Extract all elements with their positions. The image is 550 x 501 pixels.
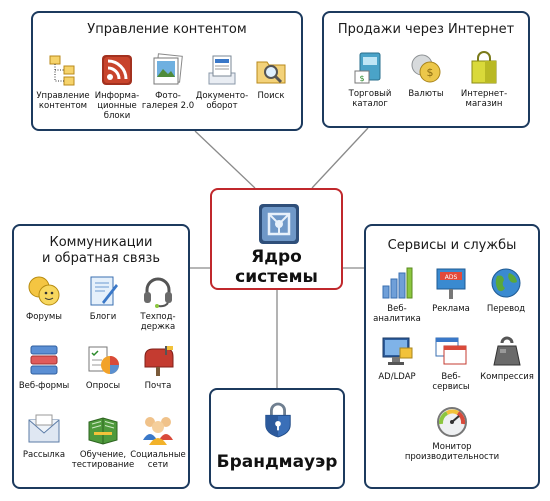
shopping-bag-icon bbox=[471, 51, 497, 84]
web-forms-icon bbox=[30, 345, 58, 375]
weight-icon bbox=[493, 336, 521, 366]
item-web-services[interactable]: Веб- сервисы bbox=[426, 334, 476, 392]
ads-banner-icon: ADS bbox=[436, 268, 466, 299]
item-translation[interactable]: Перевод bbox=[480, 266, 532, 314]
blog-icon bbox=[90, 276, 118, 306]
item-forums[interactable]: Форумы bbox=[17, 274, 71, 322]
globe-translate-icon bbox=[491, 268, 521, 298]
item-performance-monitor[interactable]: Монитор производительности bbox=[402, 404, 502, 462]
item-currencies[interactable]: $ Валюты bbox=[404, 51, 448, 99]
internet-sales-title: Продажи через Интернет bbox=[337, 22, 515, 37]
connector-content bbox=[194, 130, 256, 189]
item-label: AD/LDAP bbox=[378, 372, 416, 382]
mailbox-icon bbox=[144, 346, 174, 376]
envelope-icon bbox=[28, 414, 60, 443]
item-label: Рассылка bbox=[22, 450, 66, 460]
firewall-title: Брандмауэр bbox=[216, 452, 338, 472]
shield-lock-icon bbox=[265, 402, 291, 438]
item-label: Техпод- держка bbox=[140, 312, 176, 332]
item-search[interactable]: Поиск bbox=[251, 53, 291, 101]
internet-sales-box: Продажи через Интернет $ Торговый катало… bbox=[322, 11, 530, 128]
item-label: Обучение, тестирование bbox=[71, 450, 135, 470]
coins-icon: $ bbox=[411, 54, 441, 83]
item-label: Почта bbox=[144, 381, 172, 391]
svg-text:$: $ bbox=[359, 74, 364, 83]
item-ads[interactable]: ADS Реклама bbox=[426, 266, 476, 314]
item-ad-ldap[interactable]: AD/LDAP bbox=[370, 334, 424, 382]
item-document-flow[interactable]: Документо- оборот bbox=[193, 53, 251, 111]
item-label: Монитор производительности bbox=[404, 442, 500, 462]
item-info-blocks[interactable]: Информа- ционные блоки bbox=[91, 53, 143, 121]
item-catalog[interactable]: $ Торговый каталог bbox=[342, 51, 398, 109]
item-label: Опросы bbox=[85, 381, 121, 391]
item-label: Интернет- магазин bbox=[460, 89, 508, 109]
connector-sales bbox=[311, 127, 369, 189]
communications-box: Коммуникации и обратная связь Форумы Бло… bbox=[12, 224, 190, 489]
item-label: Фото- галерея 2.0 bbox=[141, 91, 195, 111]
photo-gallery-icon bbox=[153, 53, 183, 85]
svg-text:$: $ bbox=[427, 66, 434, 79]
item-label: Веб-формы bbox=[18, 381, 70, 391]
content-management-title: Управление контентом bbox=[87, 22, 247, 37]
item-label: Поиск bbox=[257, 91, 285, 101]
item-label: Информа- ционные блоки bbox=[94, 91, 140, 121]
services-title: Сервисы и службы bbox=[387, 238, 517, 253]
monitor-directory-icon bbox=[382, 337, 413, 365]
content-management-box: Управление контентом Управление контенто… bbox=[31, 11, 303, 131]
item-social[interactable]: Социальные сети bbox=[130, 412, 186, 470]
book-icon bbox=[88, 417, 118, 445]
item-webshop[interactable]: Интернет- магазин bbox=[458, 51, 510, 109]
item-photo-gallery[interactable]: Фото- галерея 2.0 bbox=[141, 53, 195, 111]
core-box[interactable]: Ядро системы bbox=[210, 188, 343, 290]
item-label: Блоги bbox=[89, 312, 117, 322]
item-label: Социальные сети bbox=[130, 450, 186, 470]
item-compression[interactable]: Компрессия bbox=[478, 334, 536, 382]
headset-icon bbox=[144, 277, 172, 308]
firewall-box[interactable]: Брандмауэр bbox=[209, 388, 345, 489]
item-support[interactable]: Техпод- держка bbox=[130, 274, 186, 332]
item-label: Управление контентом bbox=[36, 91, 90, 111]
item-label: Торговый каталог bbox=[348, 89, 392, 109]
web-services-icon bbox=[435, 337, 467, 365]
forum-smiley-icon bbox=[28, 276, 60, 306]
communications-title-line2: и обратная связь bbox=[42, 251, 160, 266]
core-title: Ядро системы bbox=[235, 247, 318, 287]
item-web-analytics[interactable]: Веб- аналитика bbox=[370, 266, 424, 324]
core-cube-icon bbox=[259, 204, 299, 244]
item-label: Веб- аналитика bbox=[373, 304, 421, 324]
item-label: Реклама bbox=[432, 304, 470, 314]
item-label: Документо- оборот bbox=[195, 91, 249, 111]
item-polls[interactable]: Опросы bbox=[76, 343, 130, 391]
item-web-forms[interactable]: Веб-формы bbox=[17, 343, 71, 391]
gauge-icon bbox=[437, 407, 467, 437]
item-label: Перевод bbox=[486, 304, 526, 314]
search-folder-icon bbox=[256, 61, 286, 84]
item-learning[interactable]: Обучение, тестирование bbox=[70, 412, 136, 470]
folder-tree-icon bbox=[49, 55, 75, 86]
services-box: Сервисы и службы Веб- аналитика ADS Рекл… bbox=[364, 224, 540, 489]
item-newsletter[interactable]: Рассылка bbox=[17, 412, 71, 460]
catalog-icon: $ bbox=[354, 52, 381, 84]
item-blogs[interactable]: Блоги bbox=[76, 274, 130, 322]
item-content-management[interactable]: Управление контентом bbox=[35, 53, 91, 111]
item-label: Компрессия bbox=[480, 372, 534, 382]
poll-chart-icon bbox=[88, 346, 119, 374]
document-flow-icon bbox=[208, 55, 236, 85]
people-group-icon bbox=[143, 417, 173, 445]
communications-title-line1: Коммуникации bbox=[49, 235, 153, 250]
svg-text:ADS: ADS bbox=[445, 274, 458, 281]
item-label: Валюты bbox=[408, 89, 444, 99]
item-label: Веб- сервисы bbox=[432, 372, 470, 392]
item-mail[interactable]: Почта bbox=[130, 343, 186, 391]
analytics-bars-icon bbox=[382, 267, 413, 299]
rss-icon bbox=[102, 55, 132, 85]
item-label: Форумы bbox=[25, 312, 63, 322]
